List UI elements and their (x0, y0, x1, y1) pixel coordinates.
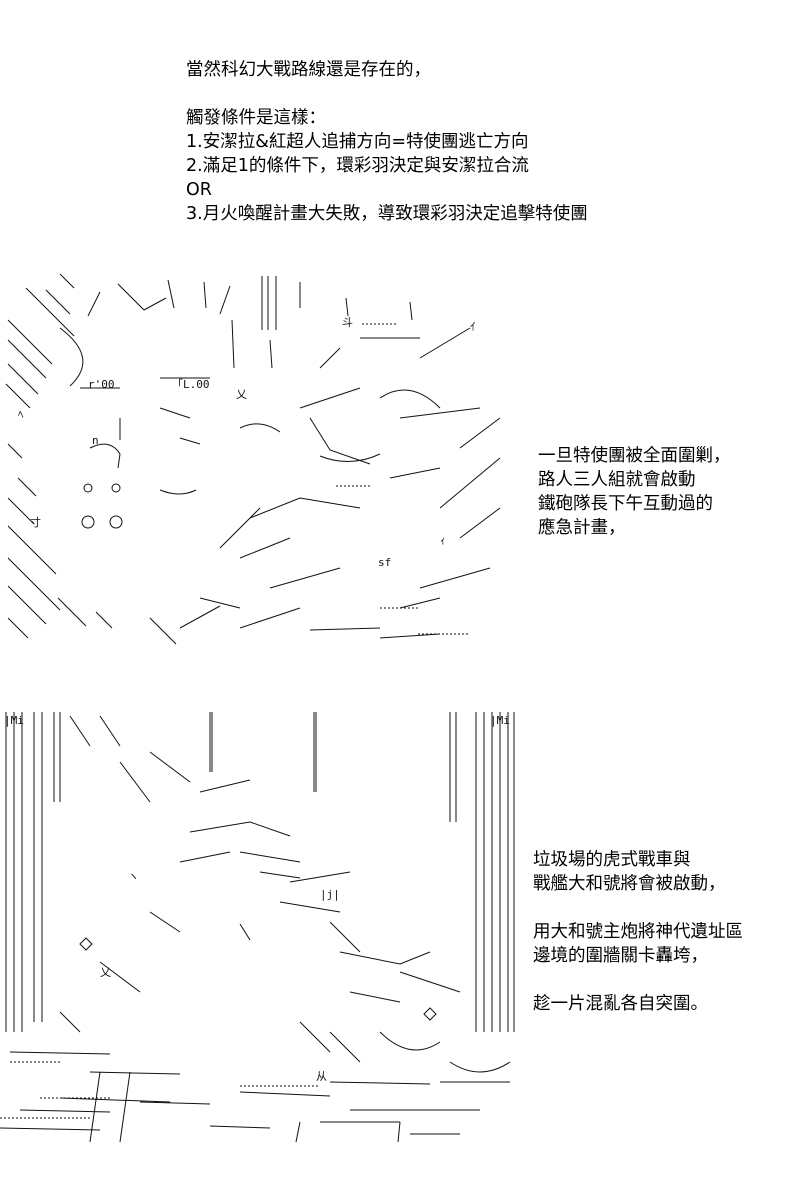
intro-text: 當然科幻大戰路線還是存在的， 觸發條件是這樣： 1.安潔拉&紅超人追捕方向=特使… (186, 58, 786, 226)
caption-line: 一旦特使團被全面圍剿， (538, 446, 731, 466)
art-glyph: sf (378, 556, 391, 569)
caption-line (533, 968, 795, 992)
art-glyph: ｲ (470, 320, 476, 333)
art-glyph: ｨ (440, 534, 446, 547)
intro-line (186, 82, 786, 106)
intro-line: 當然科幻大戰路線還是存在的， (186, 60, 431, 80)
caption-line: 路人三人組就會啟動 (538, 470, 696, 490)
art-glyph: |j| (320, 888, 340, 901)
art-glyph: 「L.00 (172, 378, 210, 391)
intro-line: OR (186, 180, 212, 200)
caption-line: 用大和號主炮將神代遺址區 (533, 922, 743, 942)
caption-line: 邊境的圍牆關卡轟垮， (533, 946, 708, 966)
center-columns (209, 712, 317, 792)
art-glyph: 斗 (342, 316, 353, 329)
ascii-art-panel-bottom: |Mi |Mi 乂 |j| 从 ヽ (0, 702, 530, 1152)
speed-lines-left (5, 287, 177, 645)
art-glyph: ヽ (128, 870, 139, 883)
speed-lines-top (59, 273, 413, 369)
ascii-art-drawing-top: r'00 「L.00 斗 ｲ ｨ 乂 n sf 寸 ﾍ (5, 273, 501, 645)
dotted-accents (336, 323, 470, 635)
art-glyph: 寸 (30, 515, 41, 529)
diamond-marks (79, 937, 437, 1021)
caption-line: 應急計畫， (538, 518, 626, 538)
ground-debris (0, 1051, 480, 1143)
caption-line (533, 896, 795, 920)
caption-line: 鐵砲隊長下午互動過的 (538, 494, 713, 514)
wall-left (5, 712, 61, 1032)
art-glyph: 乂 (100, 966, 111, 979)
caption-top: 一旦特使團被全面圍剿， 路人三人組就會啟動 鐵砲隊長下午互動過的 應急計畫， (538, 444, 793, 540)
character-outline (59, 327, 501, 639)
art-glyph: |Mi (4, 714, 24, 727)
intro-line: 2.滿足1的條件下，環彩羽決定與安潔拉合流 (186, 156, 529, 176)
caption-line: 垃圾場的虎式戰車與 (533, 850, 691, 870)
ascii-art-drawing-bottom: |Mi |Mi 乂 |j| 从 ヽ (0, 712, 515, 1143)
caption-line: 趁一片混亂各自突圍。 (533, 994, 708, 1014)
caption-line: 戰艦大和號將會被啟動， (533, 874, 726, 894)
ascii-art-panel-top: r'00 「L.00 斗 ｲ ｨ 乂 n sf 寸 ﾍ (0, 268, 512, 654)
small-circles (81, 483, 123, 529)
art-glyph: 从 (316, 1070, 327, 1083)
intro-line: 3.月火喚醒計畫大失敗，導致環彩羽決定追擊特使團 (186, 204, 588, 224)
art-glyph: r'00 (88, 378, 115, 391)
tank-and-battleship (59, 715, 511, 1083)
wall-right (449, 712, 515, 1032)
art-glyph: ﾍ (18, 408, 24, 421)
intro-line: 觸發條件是這樣： (186, 108, 326, 128)
dotted-accents-bottom (0, 1061, 320, 1119)
art-glyph: |Mi (490, 714, 510, 727)
art-glyph: 乂 (236, 388, 247, 401)
art-glyph: n (92, 434, 99, 447)
intro-line: 1.安潔拉&紅超人追捕方向=特使團逃亡方向 (186, 132, 529, 152)
caption-bottom: 垃圾場的虎式戰車與 戰艦大和號將會被啟動， 用大和號主炮將神代遺址區 邊境的圍牆… (533, 848, 795, 1016)
